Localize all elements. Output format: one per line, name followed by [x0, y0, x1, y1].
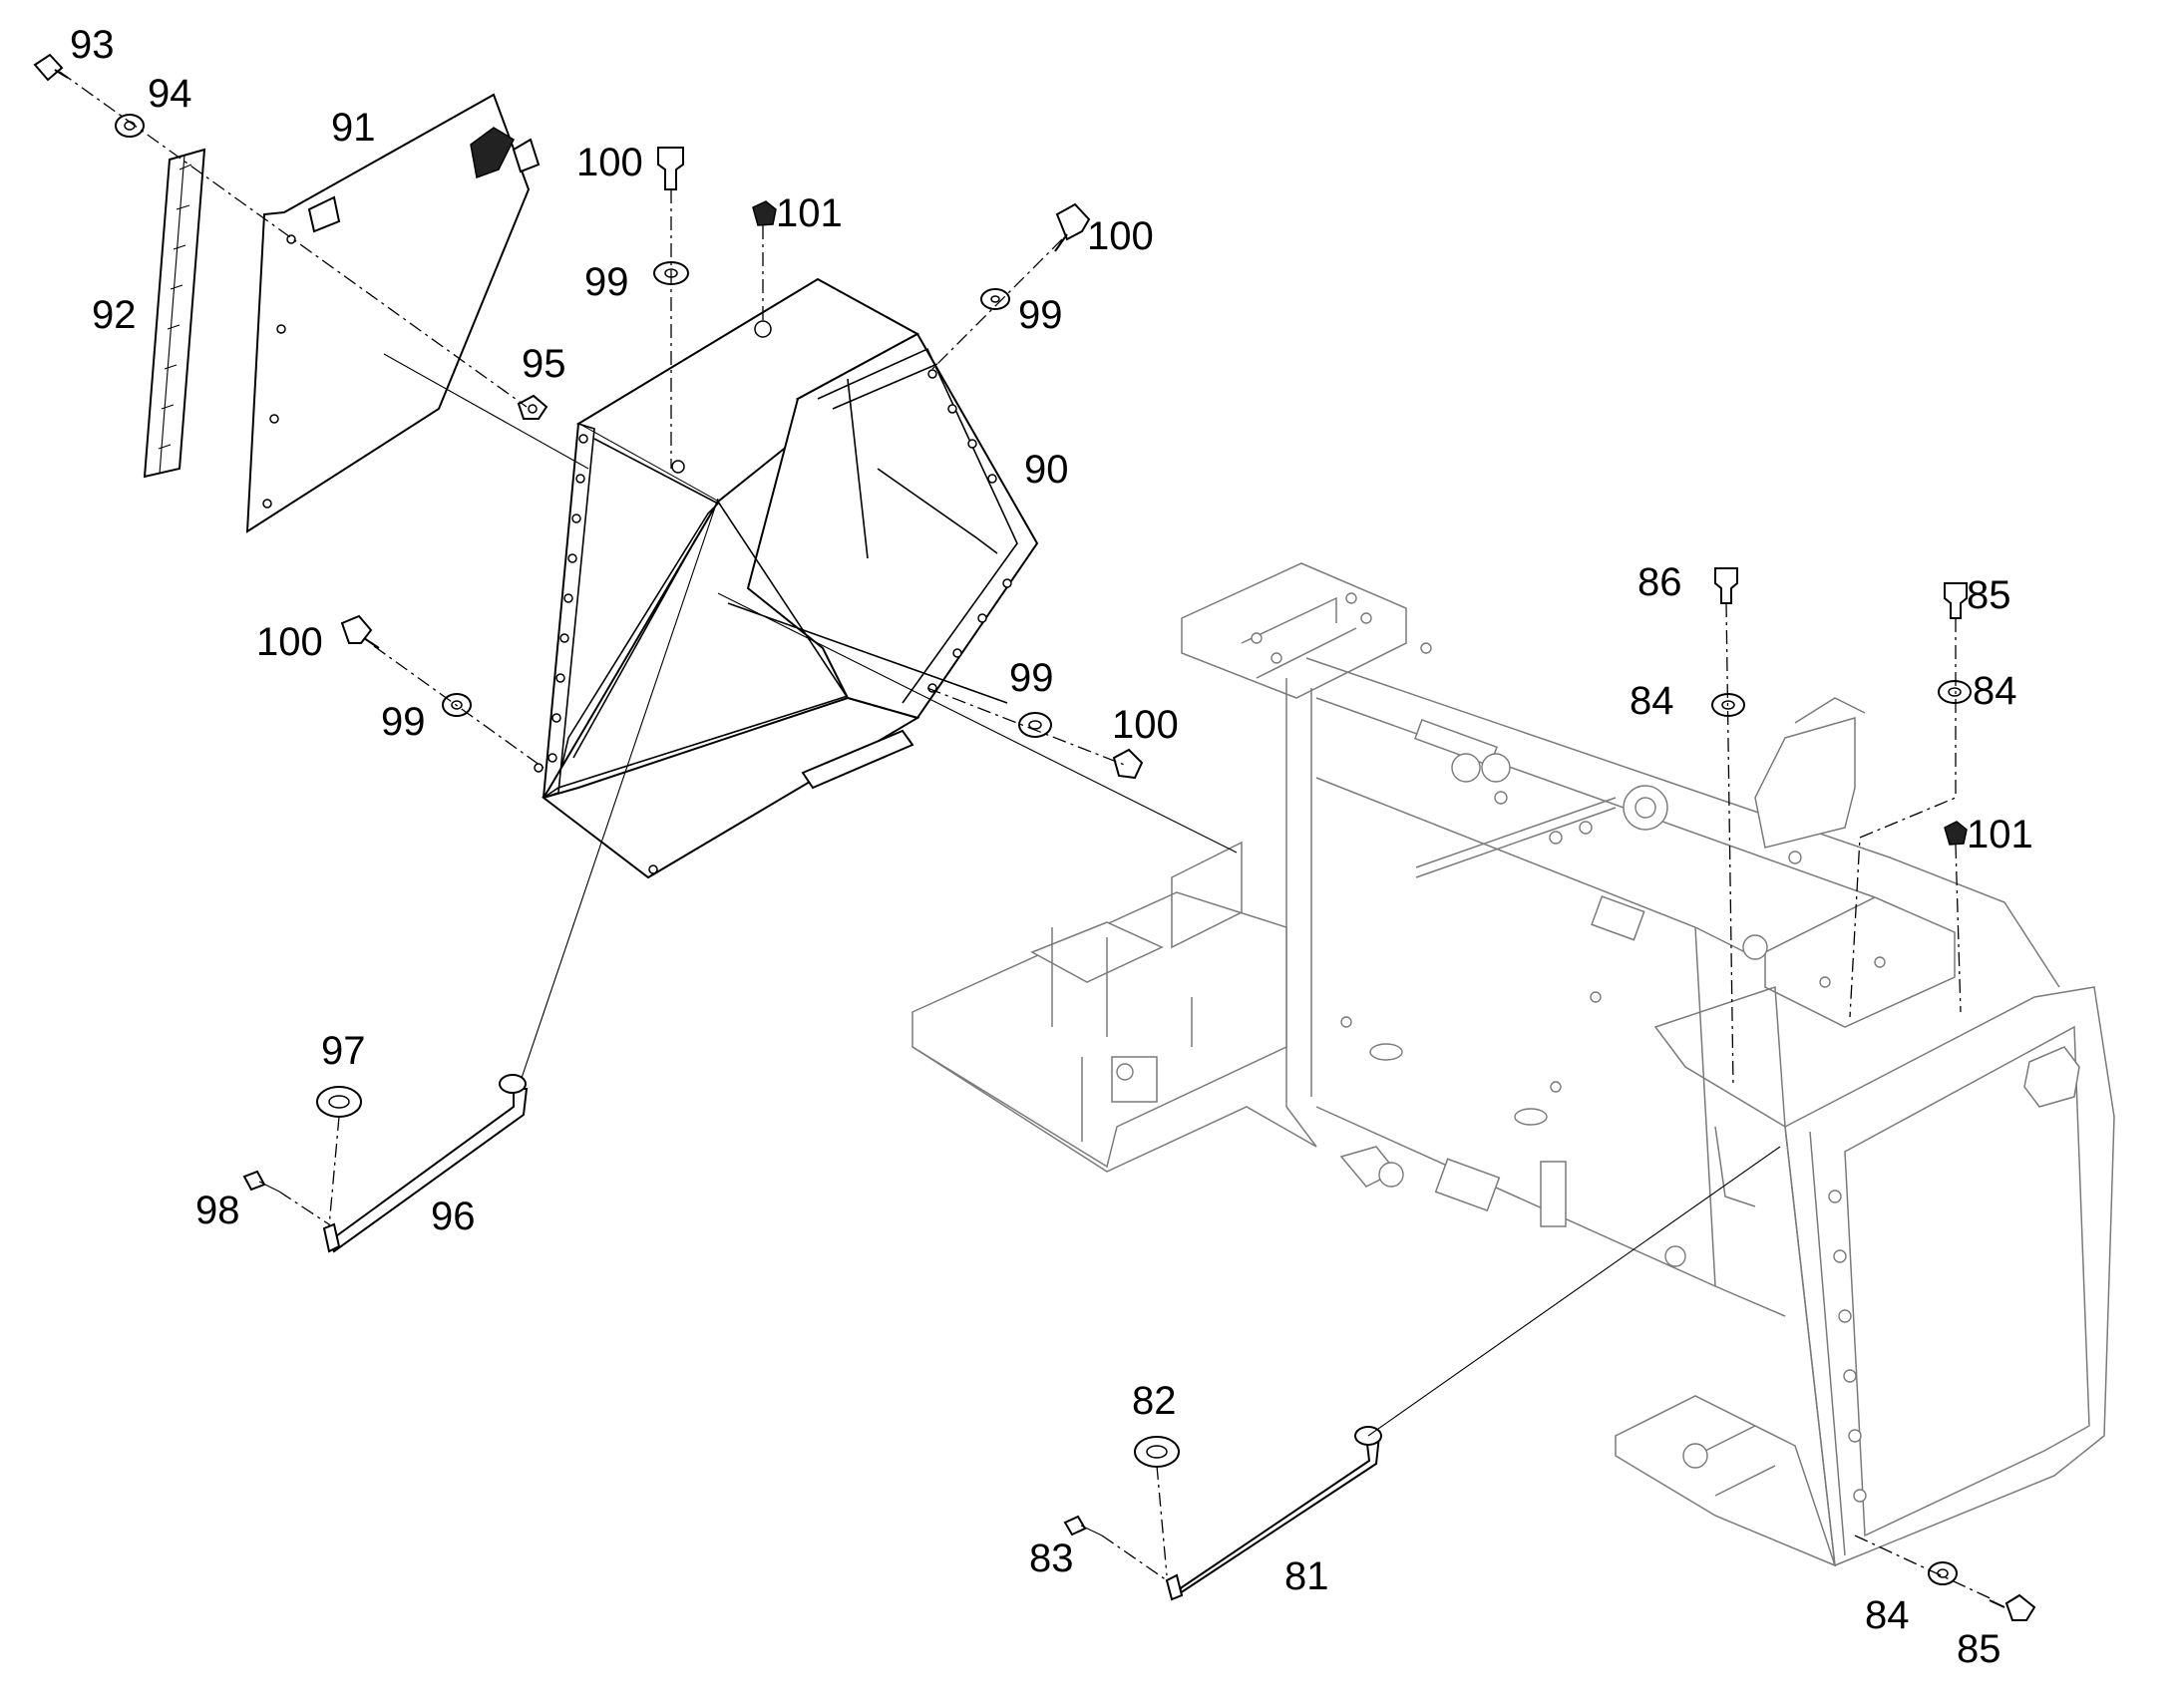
callout-99-d: 99: [381, 700, 426, 744]
callout-labels: 93 94 91 92 100 101 100 99 99 95 90 100 …: [70, 23, 2033, 1671]
axis-82: [1156, 1465, 1168, 1576]
axis-85-top: [1849, 618, 1957, 1018]
callout-98: 98: [195, 1189, 240, 1232]
rod-96: [322, 1074, 529, 1253]
axis-100-left: [373, 645, 545, 769]
pin-83: [1063, 1515, 1103, 1537]
callout-95: 95: [522, 342, 566, 386]
callout-93: 93: [70, 23, 115, 67]
nut-95: [517, 394, 548, 420]
callout-97: 97: [321, 1029, 366, 1073]
nut-101-right: [1944, 821, 1968, 846]
pin-98: [242, 1170, 280, 1193]
callout-100-a: 100: [576, 141, 643, 184]
callout-85-a: 85: [1967, 573, 2011, 617]
axis-97: [328, 1116, 340, 1227]
callout-84-a: 84: [1630, 679, 1674, 723]
callout-91: 91: [331, 106, 376, 150]
bolt-100-right: [1054, 202, 1091, 252]
callout-86: 86: [1637, 560, 1682, 604]
fastener-93: [33, 53, 69, 82]
callout-84-c: 84: [1865, 1593, 1910, 1637]
leader-90-frame: [717, 592, 1238, 854]
washer-99-right: [980, 288, 1010, 310]
callout-82: 82: [1132, 1379, 1177, 1423]
bolt-100-top: [657, 147, 684, 190]
callout-100-c: 100: [256, 620, 323, 664]
grommet-82: [1134, 1436, 1180, 1468]
grommet-97: [316, 1086, 362, 1118]
callout-94: 94: [148, 72, 192, 116]
axis-100-right: [931, 238, 1063, 370]
housing-90: [534, 277, 1039, 879]
washer-94: [115, 114, 145, 138]
axis-85-bottom: [1854, 1535, 1996, 1601]
callout-99-a: 99: [584, 260, 629, 304]
leader-96-housing: [518, 498, 719, 1088]
washer-84-b: [1938, 680, 1972, 704]
callout-101-a: 101: [776, 191, 843, 235]
callout-84-b: 84: [1973, 669, 2017, 713]
axis-98: [278, 1191, 330, 1225]
bolt-85-bottom: [1989, 1593, 2036, 1621]
axis-100-center: [926, 687, 1128, 767]
callout-99-b: 99: [1018, 293, 1063, 337]
callout-85-b: 85: [1957, 1627, 2001, 1671]
axis-101-right: [1955, 844, 1962, 1013]
washer-84-c: [1928, 1561, 1958, 1585]
callout-101-b: 101: [1967, 813, 2033, 856]
rod-81: [1165, 1426, 1382, 1601]
callout-90: 90: [1024, 448, 1069, 492]
bolt-85-top: [1944, 582, 1968, 619]
leader-91-housing: [383, 353, 589, 470]
callout-100-b: 100: [1087, 214, 1154, 258]
callout-99-c: 99: [1009, 656, 1054, 700]
callout-81: 81: [1284, 1554, 1329, 1598]
callout-100-d: 100: [1112, 703, 1179, 747]
washer-99-center: [1018, 712, 1052, 738]
nut-101-top: [752, 200, 777, 226]
door-panel-91: [245, 93, 541, 533]
bolt-86: [1714, 567, 1738, 604]
hinge-92: [143, 148, 206, 479]
axis-93-95: [59, 71, 528, 408]
callout-83: 83: [1029, 1537, 1074, 1580]
callout-92: 92: [92, 293, 137, 337]
bolt-100-left: [340, 614, 380, 649]
nut-100-center: [1112, 748, 1144, 780]
callout-96: 96: [431, 1195, 476, 1238]
machine-frame: [911, 562, 2115, 1567]
leader-81-frame: [1367, 1146, 1781, 1437]
axis-83: [1101, 1535, 1168, 1581]
